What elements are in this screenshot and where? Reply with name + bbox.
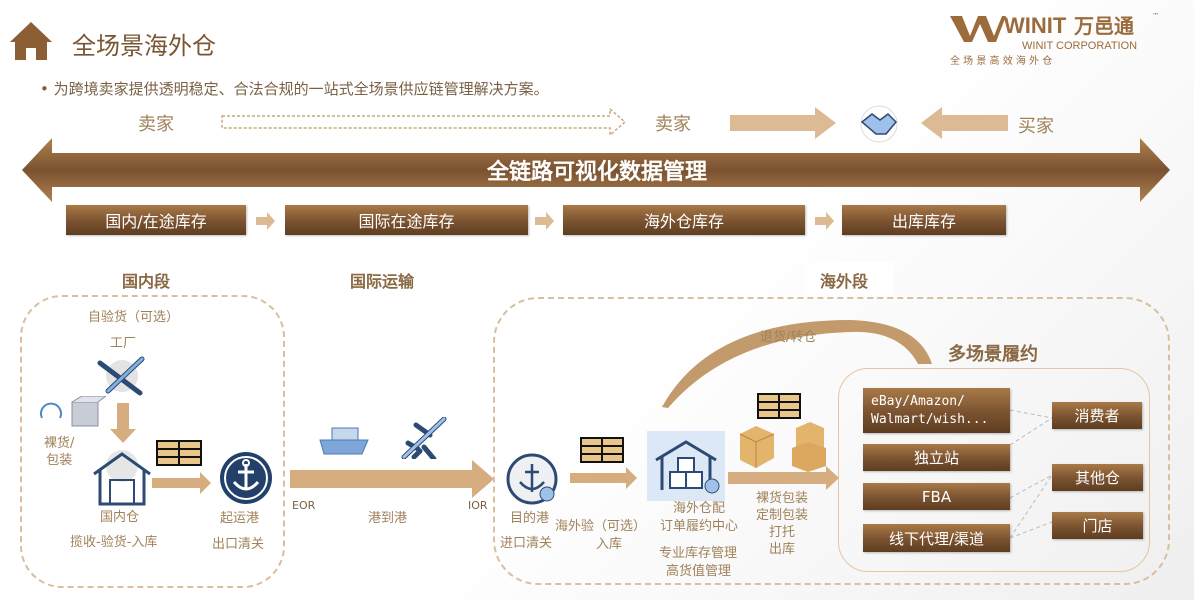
dest-port-label: 目的港 <box>510 511 550 526</box>
double-arrow-banner <box>22 138 1170 202</box>
domestic-warehouse-icon <box>93 450 151 506</box>
pack-label-3: 打托 <box>769 525 796 540</box>
logo-corp: WINIT CORPORATION <box>1022 40 1138 52</box>
arrow-to-channels <box>728 466 839 490</box>
seller-label-2: 卖家 <box>655 114 691 135</box>
boxes-icon <box>739 422 826 472</box>
logo-brand: WINIT <box>1004 13 1067 38</box>
center-label-1: 海外仓配 <box>673 501 726 516</box>
pack-label-1: 裸货包装 <box>756 491 809 506</box>
stage-outbound: 出库库存 <box>842 205 1006 235</box>
anchor-icon <box>220 452 272 504</box>
domestic-panel <box>20 295 285 588</box>
channel-marketplaces-line2: Walmart/wish... <box>871 411 989 427</box>
down-arrow <box>110 403 136 443</box>
center-label-2: 订单履约中心 <box>660 519 739 534</box>
dest-port-icon <box>506 453 558 505</box>
section-intl: 国际运输 <box>350 272 415 291</box>
pallet-icon <box>156 440 202 466</box>
arrow-right <box>730 107 836 139</box>
handshake-icon <box>860 105 898 143</box>
stage-overseas: 海外仓库存 <box>563 205 805 235</box>
bulk-label-2: 包装 <box>46 453 73 468</box>
factory-label: 工厂 <box>110 336 137 351</box>
target-store: 门店 <box>1052 512 1143 539</box>
logo-slogan: 全 场 景 高 效 海 外 仓 <box>950 56 1053 67</box>
dest-port-desc: 进口清关 <box>500 536 553 551</box>
buyer-label: 买家 <box>1018 116 1054 137</box>
home-icon <box>10 22 52 60</box>
small-arrow <box>256 212 275 230</box>
channel-marketplaces: eBay/Amazon/Walmart/wish... <box>863 388 1010 433</box>
banner-text: 全链路可视化数据管理 <box>486 160 707 185</box>
overseas-panel <box>493 297 1170 585</box>
arrow-left <box>921 107 1008 139</box>
return-arrow <box>662 320 932 408</box>
bulk-label-1: 裸货/ <box>44 436 75 451</box>
seller-label: 卖家 <box>138 114 174 135</box>
stage-intl: 国际在途库存 <box>285 205 528 235</box>
winit-w-logo-icon <box>950 16 1006 42</box>
intl-arrow <box>290 460 494 498</box>
inbound-label: 入库 <box>596 537 623 552</box>
domestic-wh-desc: 揽收-验货-入库 <box>70 535 158 550</box>
inspect-overseas-label: 海外验（可选） <box>555 519 647 534</box>
target-other-warehouse: 其他仓 <box>1052 464 1143 491</box>
small-arrow <box>535 212 554 230</box>
pallet-icon <box>580 437 624 463</box>
tools-icon <box>97 356 145 396</box>
port-label: 起运港 <box>220 511 260 526</box>
eor-label: EOR <box>292 499 316 512</box>
p2p-label: 港到港 <box>368 511 408 526</box>
connector-lines <box>1009 409 1053 539</box>
domestic-wh-label: 国内仓 <box>100 510 140 525</box>
port-desc: 出口清关 <box>212 537 265 552</box>
small-arrow <box>815 212 834 230</box>
pack-label-2: 定制包装 <box>756 508 809 523</box>
logo-cn: 万邑通 <box>1074 14 1134 38</box>
ior-label: IOR <box>468 499 488 512</box>
plane-icon <box>401 417 447 459</box>
stage-domestic: 国内/在途库存 <box>66 205 246 235</box>
ship-icon <box>319 427 369 455</box>
pack-labels: 裸货包装 定制包装 打托 出库 <box>756 490 808 558</box>
subtitle-text: 为跨境卖家提供透明稳定、合法合规的一站式全场景供应链管理解决方案。 <box>53 80 549 98</box>
fulfillment-panel <box>838 368 1150 572</box>
overseas-warehouse-icon <box>655 440 720 494</box>
arrow-to-wh <box>570 467 637 489</box>
mgmt-label-2: 高货值管理 <box>666 564 732 579</box>
page-title: 全场景海外仓 <box>72 32 216 60</box>
pack-label-4: 出库 <box>769 542 796 557</box>
headset-box-icon <box>40 396 106 427</box>
channel-marketplaces-line1: eBay/Amazon/ <box>871 393 965 409</box>
pallet-icon <box>757 393 801 419</box>
mgmt-label-1: 专业库存管理 <box>659 546 738 561</box>
multi-title: 多场景履约 <box>948 344 1038 365</box>
dashed-arrow <box>221 107 627 137</box>
target-consumer: 消费者 <box>1052 402 1142 429</box>
bulk-label: 裸货/包装 <box>44 435 74 469</box>
channel-independent-site: 独立站 <box>863 444 1010 471</box>
channel-fba: FBA <box>863 483 1010 510</box>
subtitle: • 为跨境卖家提供透明稳定、合法合规的一站式全场景供应链管理解决方案。 <box>40 80 549 98</box>
return-label: 退货/转仓 <box>760 330 817 345</box>
arrow-to-port <box>152 472 211 494</box>
inspect-label: 自验货（可选） <box>88 310 180 325</box>
section-domestic: 国内段 <box>122 272 171 291</box>
channel-offline: 线下代理/渠道 <box>863 524 1010 552</box>
logo-tm: ™ <box>1152 12 1159 20</box>
section-overseas: 海外段 <box>820 272 869 291</box>
logo: WINIT 万邑通 ™ WINIT CORPORATION 全 场 景 高 效 … <box>948 12 1163 72</box>
overseas-label-bg <box>805 262 893 296</box>
